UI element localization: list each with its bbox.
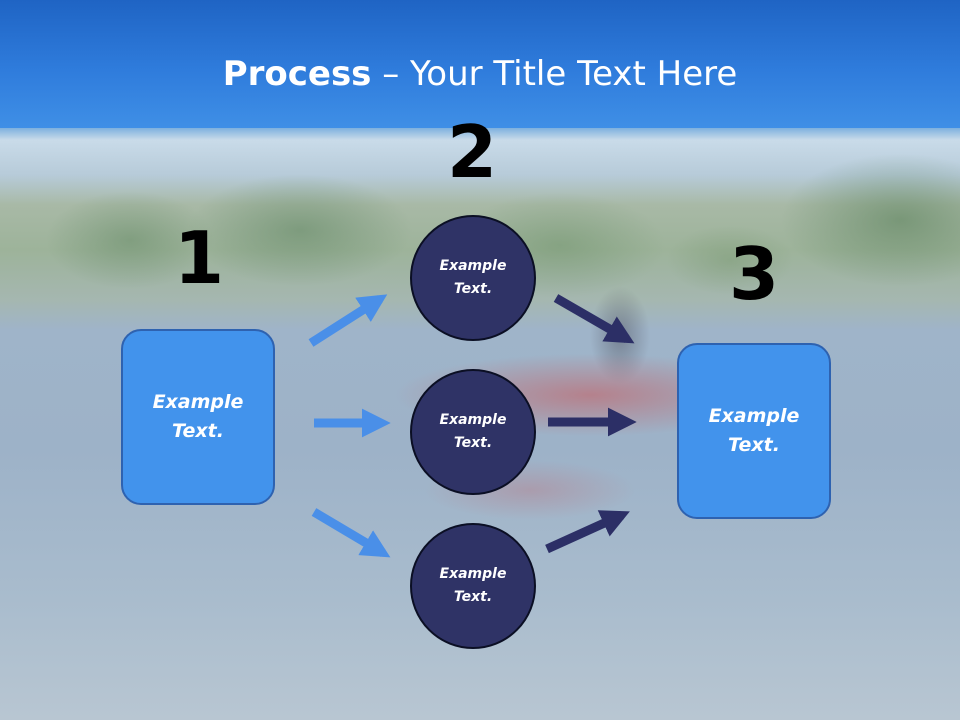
process-box-right[interactable]: Example Text. bbox=[677, 343, 831, 519]
process-box-left[interactable]: Example Text. bbox=[121, 329, 275, 505]
arrow-box-to-top bbox=[308, 294, 388, 347]
header-band bbox=[0, 0, 960, 128]
arrow-bottom-to-box bbox=[545, 510, 630, 554]
process-circle-middle-text: Example Text. bbox=[439, 412, 507, 451]
step-number-2: 2 bbox=[446, 110, 498, 194]
process-circle-bottom-text: Example Text. bbox=[439, 566, 507, 605]
step-number-1: 1 bbox=[173, 216, 225, 300]
slide-title: Process – Your Title Text Here bbox=[0, 52, 960, 96]
process-circle-top[interactable]: Example Text. bbox=[410, 215, 536, 341]
process-box-right-text: Example Text. bbox=[708, 405, 800, 456]
title-bold-part: Process bbox=[222, 54, 372, 94]
arrow-box-to-bottom bbox=[311, 508, 391, 558]
process-circle-bottom[interactable]: Example Text. bbox=[410, 523, 536, 649]
process-circle-middle[interactable]: Example Text. bbox=[410, 369, 536, 495]
process-circle-top-text: Example Text. bbox=[439, 258, 507, 297]
process-box-left-text: Example Text. bbox=[152, 391, 244, 442]
step-number-3: 3 bbox=[728, 232, 780, 316]
title-rest-part: – Your Title Text Here bbox=[371, 54, 738, 94]
arrow-top-to-box bbox=[553, 294, 635, 344]
